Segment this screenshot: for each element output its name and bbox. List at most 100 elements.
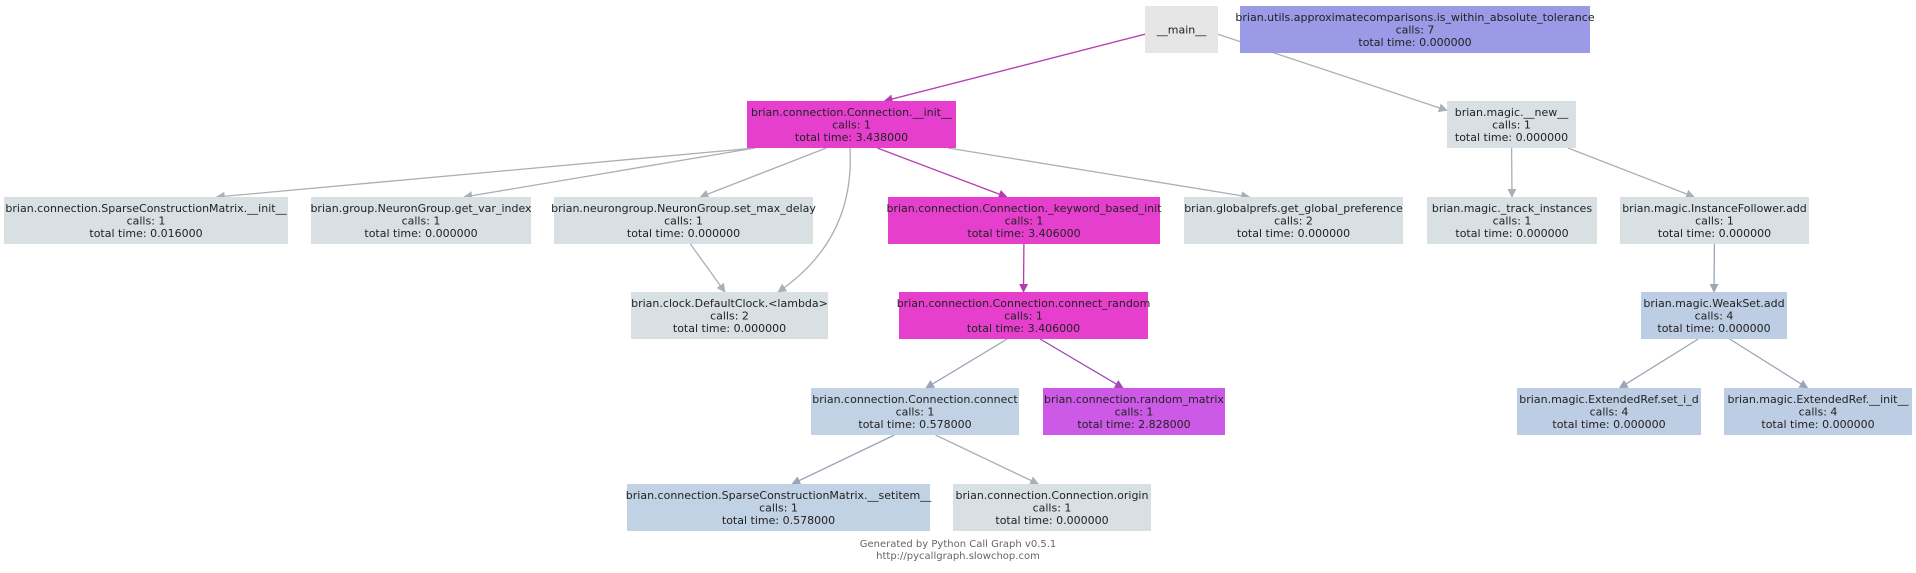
- node-box: [1043, 388, 1225, 435]
- node-calls: calls: 4: [1799, 406, 1838, 419]
- node-sparse-setitem: brian.connection.SparseConstructionMatri…: [626, 484, 932, 531]
- node-calls: calls: 2: [1274, 215, 1313, 228]
- node-conn-origin: brian.connection.Connection.origincalls:…: [953, 484, 1151, 531]
- node-calls: calls: 7: [1396, 24, 1435, 37]
- node-total-time: total time: 0.016000: [89, 227, 202, 240]
- node-total-time: total time: 0.000000: [1455, 131, 1568, 144]
- node-total-time: total time: 0.000000: [673, 322, 786, 335]
- node-box: [953, 484, 1151, 531]
- node-total-time: total time: 0.000000: [1658, 227, 1771, 240]
- footer: Generated by Python Call Graph v0.5.1 ht…: [860, 539, 1057, 562]
- edge-conn_connect-to-sparse_setitem: [791, 434, 895, 485]
- node-calls: calls: 1: [402, 215, 441, 228]
- node-keyword-init: brian.connection.Connection._keyword_bas…: [886, 197, 1162, 244]
- node-box: [554, 197, 813, 244]
- edge-weakset_add-to-ext_set_i_d: [1618, 338, 1699, 389]
- nodes-layer: __main__ brian.utils.approximatecompariso…: [4, 6, 1912, 531]
- node-calls: calls: 1: [1695, 215, 1734, 228]
- node-get-global-pref: brian.globalprefs.get_global_preferencec…: [1184, 197, 1403, 244]
- node-function-name: brian.connection.Connection.__init__: [751, 106, 953, 119]
- node-total-time: total time: 0.000000: [1237, 227, 1350, 240]
- node-total-time: total time: 0.000000: [364, 227, 477, 240]
- node-total-time: total time: 3.406000: [967, 322, 1080, 335]
- node-box: [1240, 6, 1590, 53]
- node-calls: calls: 1: [832, 119, 871, 132]
- edge-conn_init-to-get_var_index: [463, 147, 756, 201]
- node-calls: calls: 1: [759, 502, 798, 515]
- node-box: [811, 388, 1019, 435]
- node-calls: calls: 1: [1004, 310, 1043, 323]
- node-total-time: total time: 0.000000: [1455, 227, 1568, 240]
- node-box: [1620, 197, 1809, 244]
- edge-conn_init-to-sparse_init: [215, 147, 756, 201]
- node-box: [1184, 197, 1403, 244]
- node-calls: calls: 1: [1005, 215, 1044, 228]
- node-function-name: brian.connection.Connection.connect: [812, 393, 1018, 406]
- node-calls: calls: 1: [1493, 215, 1532, 228]
- node-function-name: brian.magic.ExtendedRef.__init__: [1728, 393, 1909, 406]
- node-function-name: brian.connection.Connection.origin: [956, 489, 1149, 502]
- node-calls: calls: 1: [664, 215, 703, 228]
- edge-weakset_add-to-ext_init: [1729, 338, 1809, 389]
- node-function-name: brian.magic._track_instances: [1432, 202, 1592, 215]
- node-total-time: total time: 0.000000: [1552, 418, 1665, 431]
- edge-conn_init-to-get_global_pref: [947, 147, 1251, 201]
- node-set-max-delay: brian.neurongroup.NeuronGroup.set_max_de…: [551, 197, 816, 244]
- edge-magic_new-to-follower_add: [1567, 147, 1696, 199]
- node-function-name: brian.clock.DefaultClock.<lambda>: [631, 297, 828, 310]
- node-function-name: brian.connection.Connection._keyword_bas…: [886, 202, 1162, 215]
- node-function-name: brian.connection.random_matrix: [1044, 393, 1224, 406]
- node-function-name: brian.magic.ExtendedRef.set_i_d: [1519, 393, 1698, 406]
- node-calls: calls: 1: [127, 215, 166, 228]
- node-function-name: brian.magic.WeakSet.add: [1643, 297, 1784, 310]
- node-calls: calls: 1: [1033, 502, 1072, 515]
- node-conn-connect: brian.connection.Connection.connectcalls…: [811, 388, 1019, 435]
- edge-connect_random-to-conn_connect: [925, 338, 1008, 389]
- node-box: [1447, 101, 1576, 148]
- node-box: [888, 197, 1160, 244]
- node-total-time: total time: 2.828000: [1077, 418, 1190, 431]
- node-box: [1427, 197, 1597, 244]
- node-function-name: brian.globalprefs.get_global_preference: [1184, 202, 1403, 215]
- node-calls: calls: 1: [1492, 119, 1531, 132]
- node-function-name: brian.magic.InstanceFollower.add: [1622, 202, 1807, 215]
- node-ext-init: brian.magic.ExtendedRef.__init__calls: 4…: [1724, 388, 1912, 435]
- node-total-time: total time: 0.578000: [858, 418, 971, 431]
- node-total-time: total time: 0.000000: [1761, 418, 1874, 431]
- node-box: [899, 292, 1148, 339]
- node-function-name: __main__: [1156, 24, 1207, 37]
- node-total-time: total time: 3.438000: [795, 131, 908, 144]
- edge-conn_init-to-set_max_delay: [699, 147, 827, 199]
- node-connect-random: brian.connection.Connection.connect_rand…: [897, 292, 1151, 339]
- node-box: [1145, 6, 1218, 53]
- edges-layer: [215, 33, 1809, 485]
- node-box: [631, 292, 828, 339]
- footer-url: http://pycallgraph.slowchop.com: [876, 551, 1040, 562]
- edge-conn_connect-to-conn_origin: [935, 434, 1040, 485]
- node-calls: calls: 4: [1590, 406, 1629, 419]
- node-function-name: brian.connection.Connection.connect_rand…: [897, 297, 1151, 310]
- node-box: [1517, 388, 1701, 435]
- node-total-time: total time: 0.578000: [722, 514, 835, 527]
- node-box: [311, 197, 531, 244]
- node-function-name: brian.utils.approximatecomparisons.is_wi…: [1235, 11, 1594, 24]
- node-box: [4, 197, 288, 244]
- node-total-time: total time: 3.406000: [967, 227, 1080, 240]
- node-calls: calls: 2: [710, 310, 749, 323]
- node-calls: calls: 1: [1115, 406, 1154, 419]
- node-box: [1724, 388, 1912, 435]
- node-function-name: brian.connection.SparseConstructionMatri…: [626, 489, 932, 502]
- node-calls: calls: 1: [896, 406, 935, 419]
- node-box: [1641, 292, 1787, 339]
- node-approx: brian.utils.approximatecomparisons.is_wi…: [1235, 6, 1595, 53]
- node-total-time: total time: 0.000000: [1657, 322, 1770, 335]
- node-total-time: total time: 0.000000: [995, 514, 1108, 527]
- edge-conn_init-to-keyword_init: [877, 147, 1008, 199]
- node-function-name: brian.magic.__new__: [1455, 106, 1569, 119]
